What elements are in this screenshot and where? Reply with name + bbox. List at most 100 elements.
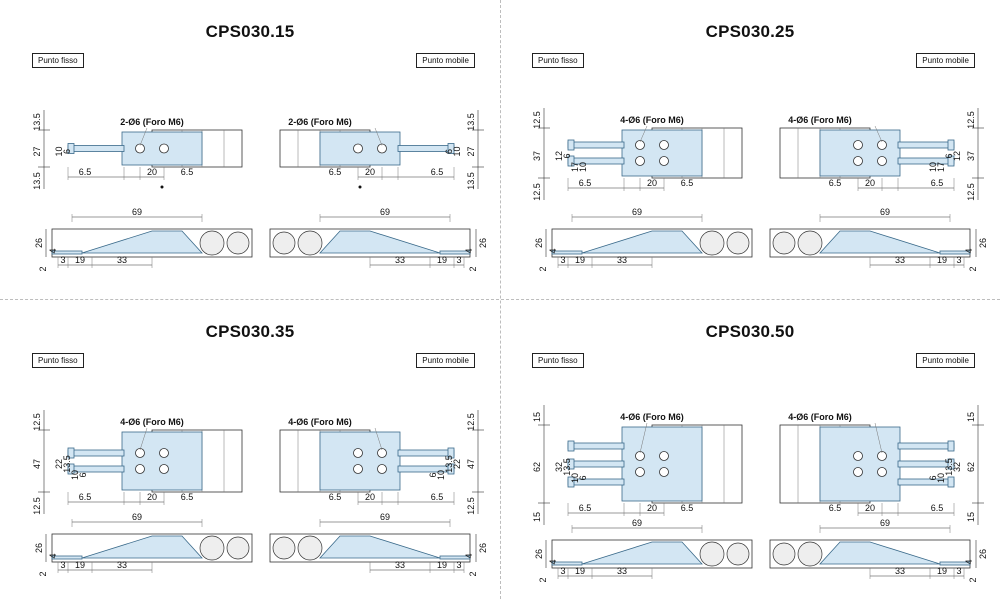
dimension-label: 69 <box>632 207 642 217</box>
mounting-plate <box>819 426 901 502</box>
chain-link-wheel <box>226 536 250 560</box>
dimension-label: 6.5 <box>431 492 444 502</box>
side-mounting-bracket <box>319 230 441 254</box>
dimension-label: 6.5 <box>681 178 694 188</box>
pin <box>67 449 125 457</box>
dimension-label: 4 <box>964 559 974 564</box>
pin-head <box>947 440 955 452</box>
dimension-label: 20 <box>147 492 157 502</box>
dimension-label: 27 <box>32 146 42 156</box>
dimension-label: 15 <box>532 512 542 522</box>
pin-head <box>947 155 955 167</box>
dimension-label: 6 <box>928 475 938 480</box>
mobile-point-label: Punto mobile <box>916 53 975 68</box>
dimension-label: 33 <box>895 255 905 265</box>
horizontal-divider <box>0 299 1000 300</box>
mounting-hole <box>635 156 645 166</box>
dimension-label: 13.5 <box>466 172 476 190</box>
dimension-label: 33 <box>617 255 627 265</box>
dimension-label: 69 <box>380 207 390 217</box>
dimension-label: 69 <box>132 207 142 217</box>
chain-link-wheel <box>726 542 750 566</box>
dimension-label: 6.5 <box>579 503 592 513</box>
mounting-hole <box>353 143 363 154</box>
fixed-point-label: Punto fisso <box>532 53 584 68</box>
mounting-hole <box>135 464 145 474</box>
dimension-label: 69 <box>380 512 390 522</box>
dimension-label: 13.5 <box>32 172 42 190</box>
dimension-label: 33 <box>117 255 127 265</box>
quadrant-cps030-35: CPS030.35 Punto fisso Punto mobile 4-Ø6 … <box>0 300 500 600</box>
dimension-label: 12.5 <box>466 497 476 515</box>
dimension-label: 13.5 <box>562 458 572 476</box>
mounting-hole <box>877 451 887 461</box>
dimension-label: 12.5 <box>532 183 542 201</box>
pin-head <box>447 143 455 154</box>
pin <box>397 449 455 457</box>
dimension-label: 47 <box>32 459 42 469</box>
dimension-label: 6 <box>578 475 588 480</box>
dimension-label: 6.5 <box>431 167 444 177</box>
mounting-plate <box>319 431 401 491</box>
dimension-label: 3 <box>456 560 461 570</box>
dimension-label: 4-Ø6 (Foro M6) <box>788 115 852 125</box>
chain-link-wheel <box>797 230 823 256</box>
dimension-label: 62 <box>532 462 542 472</box>
chain-link-wheel <box>797 541 823 567</box>
dimension-label: 19 <box>437 255 447 265</box>
dimension-label: 4 <box>964 248 974 253</box>
side-pin <box>439 555 471 560</box>
model-title: CPS030.35 <box>205 322 295 341</box>
dimension-label: 17 <box>570 162 580 172</box>
mounting-hole <box>853 451 863 461</box>
center-dot <box>358 185 362 189</box>
pin-head <box>67 447 75 459</box>
dimension-label: 6 <box>562 153 572 158</box>
mounting-hole <box>877 156 887 166</box>
dimension-label: 6.5 <box>931 178 944 188</box>
pin <box>897 442 955 450</box>
dimension-label: 6 <box>62 149 72 154</box>
dimension-label: 27 <box>466 146 476 156</box>
dimension-label: 4-Ø6 (Foro M6) <box>620 115 684 125</box>
model-title: CPS030.50 <box>705 322 795 341</box>
fixed-point-label: Punto fisso <box>32 53 84 68</box>
mounting-hole <box>853 156 863 166</box>
dimension-label: 4-Ø6 (Foro M6) <box>788 412 852 422</box>
chain-link-wheel <box>699 230 725 256</box>
dimension-line <box>374 427 383 451</box>
dimension-label: 6.5 <box>829 503 842 513</box>
dimension-label: 69 <box>132 512 142 522</box>
dimension-label: 10 <box>54 146 64 156</box>
dimension-label: 33 <box>395 255 405 265</box>
mounting-hole <box>159 464 169 474</box>
pin-head <box>447 447 455 459</box>
pin-head <box>67 143 75 154</box>
dimension-label: 69 <box>880 518 890 528</box>
dimension-label: 13.5 <box>32 113 42 131</box>
mounting-hole <box>659 140 669 150</box>
dimension-label: 4 <box>464 248 474 253</box>
quadrant-cps030-25: CPS030.25 Punto fisso Punto mobile 4-Ø6 … <box>500 0 1000 300</box>
dimension-label: 32 <box>554 462 564 472</box>
dimension-label: 12.5 <box>32 413 42 431</box>
mounting-hole <box>853 467 863 477</box>
dimension-label: 20 <box>147 167 157 177</box>
mounting-hole <box>877 140 887 150</box>
dimension-label: 69 <box>632 518 642 528</box>
dimension-label: 6 <box>444 149 454 154</box>
dimension-label: 4-Ø6 (Foro M6) <box>620 412 684 422</box>
dimension-label: 4 <box>48 248 58 253</box>
dimension-label: 6.5 <box>79 492 92 502</box>
dimension-label: 19 <box>575 255 585 265</box>
dimension-line <box>639 125 648 143</box>
dimension-label: 2 <box>538 577 548 582</box>
dimension-label: 19 <box>437 560 447 570</box>
dimension-label: 26 <box>978 238 988 248</box>
dimension-label: 2 <box>38 571 48 576</box>
mounting-hole <box>377 143 387 154</box>
dimension-line <box>139 427 148 451</box>
dimension-label: 12 <box>952 151 962 161</box>
dimension-label: 20 <box>865 503 875 513</box>
